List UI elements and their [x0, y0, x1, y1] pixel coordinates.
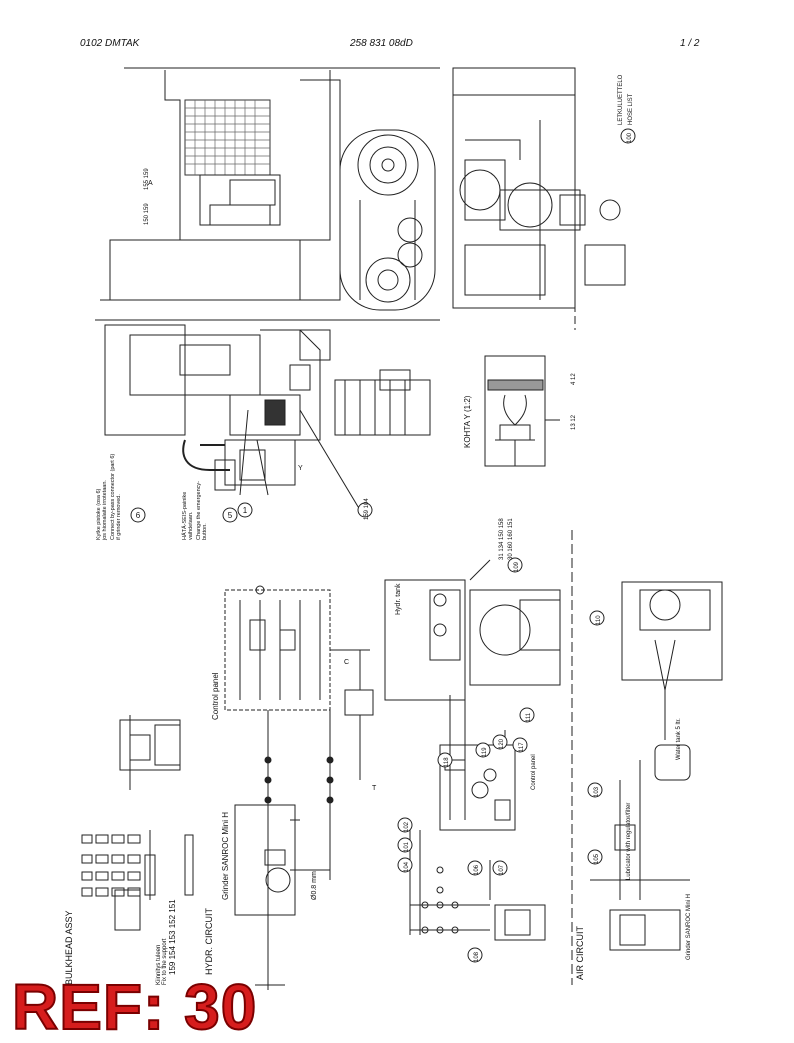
title-air-circuit: AIR CIRCUIT: [575, 925, 585, 980]
title-lubricator: Lubricator with regulator/filter: [626, 803, 632, 880]
title-kiinnitys: Kiinnitys tuleen: [156, 945, 162, 985]
title-hydr-tank: Hydr. tank: [395, 583, 402, 615]
orifice-label: Ø0.8 mm: [311, 871, 318, 900]
callout-103: 103: [594, 786, 600, 797]
note2-fi2: vaihdetaan.: [188, 511, 194, 540]
callout-31-134: 31 134 150 158: [499, 518, 505, 560]
callout-1-label: 1: [243, 506, 248, 515]
callout-1: [237, 502, 253, 518]
callout-5-label: 5: [228, 511, 233, 520]
title-control-panel-2: Control panel: [531, 754, 537, 790]
callout-30-160: 30 160 160 151: [508, 518, 514, 560]
callout-bulkhead-group: 159 154 153 152 151: [168, 899, 177, 975]
note2-en: Change the emergency-: [196, 481, 202, 540]
note2-en2: button.: [202, 523, 208, 540]
note1-fi2: jos hiomalaite irrotetaan.: [102, 480, 108, 541]
air-circuit: [590, 581, 723, 951]
header-center: 258 831 08dD: [350, 38, 413, 49]
callout-150-159: 150 159: [144, 203, 150, 225]
machine-top-view: [95, 67, 440, 511]
letter-y: Y: [298, 465, 303, 472]
callout-111: 111: [526, 712, 532, 722]
control-panel-circuit: [409, 730, 546, 941]
note1-fi: Kytke pistoke (osa 6): [96, 488, 102, 540]
title-control-panel: Control panel: [211, 672, 220, 720]
callout-117: 117: [519, 742, 525, 752]
title-bulkhead: BULKHEAD ASSY: [64, 910, 74, 985]
detail-y: [484, 355, 560, 467]
callout-109: 109: [514, 561, 520, 572]
callout-100: 100: [627, 132, 633, 143]
callout-104: 104: [404, 861, 410, 872]
note1-en2: if grinder removed.: [116, 494, 122, 540]
letter-a: A: [148, 180, 153, 187]
machine-side-view: [452, 67, 626, 309]
bulkhead-assy: [81, 715, 194, 931]
callout-159-104: 159 104: [364, 498, 370, 520]
title-kohta: KOHTA Y (1:2): [463, 395, 472, 448]
callout-13-12: 13 12: [571, 414, 577, 430]
ref-label: REF: 30: [11, 971, 258, 1043]
callout-118: 118: [444, 757, 450, 767]
callout-4-12: 4 12: [571, 373, 577, 385]
title-hydr-circuit: HYDR. CIRCUIT: [204, 907, 214, 975]
letter-t: T: [372, 785, 377, 792]
hose-list-en: HOSE LIST: [628, 93, 634, 125]
callout-107: 107: [499, 864, 505, 875]
callout-119: 119: [482, 747, 488, 757]
callout-155-159: 155 159: [144, 168, 150, 190]
hydr-circuit: [224, 585, 374, 990]
callout-108: 108: [474, 951, 480, 962]
callout-6: [130, 507, 146, 523]
callout-120: 120: [499, 738, 505, 749]
callout-106: 106: [474, 864, 480, 875]
hose-list-fi: LETKULUETTELO: [618, 74, 624, 125]
header-right: 1 / 2: [680, 38, 700, 49]
drawing-labels: BULKHEAD ASSY Kiinnitys tuleen Fix to th…: [64, 74, 692, 985]
note1-en: Connect by-pass connector (part 6): [110, 454, 116, 540]
callout-5: [222, 507, 238, 523]
title-kiinnitys-2: Fix to the support: [162, 938, 168, 985]
note2-fi: HÄTÄ-SEIS-painike: [181, 492, 188, 540]
callout-6-label: 6: [136, 511, 141, 520]
callout-102: 102: [404, 821, 410, 832]
title-water-tank: Water tank 5 ltr.: [676, 718, 682, 760]
callout-101: 101: [404, 841, 410, 852]
callout-110: 110: [596, 615, 602, 625]
header-left: 0102 DMTAK: [80, 38, 140, 49]
title-grinder: Grinder SANROC Mini H: [221, 812, 230, 900]
letter-c: C: [344, 659, 349, 666]
title-grinder-air: Grinder SANROC Mini H: [686, 894, 692, 960]
callout-105: 105: [594, 853, 600, 864]
